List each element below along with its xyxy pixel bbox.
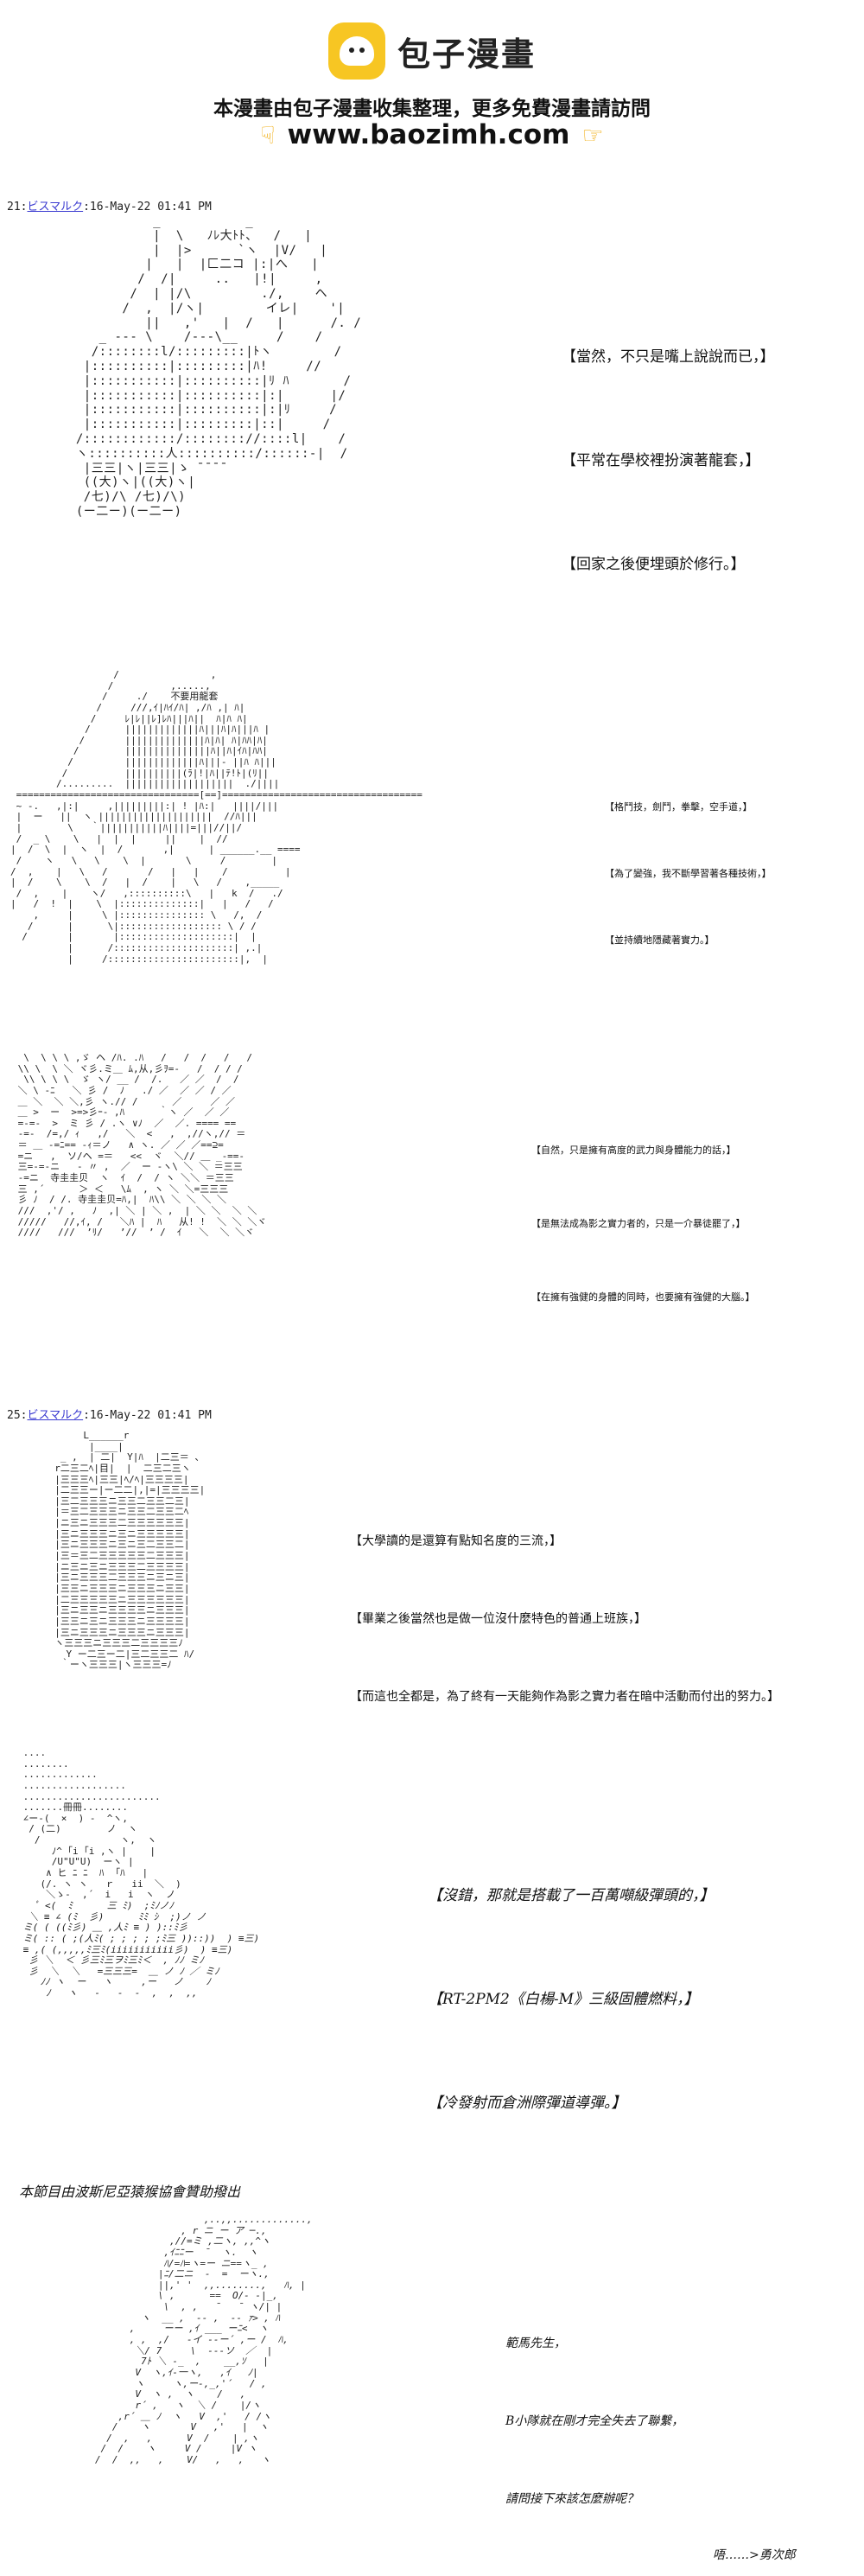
inner-text: 寺圭圭贝 <box>50 1172 89 1184</box>
dialogue-text: 【為了變強，我不斷學習著各種技術，】 <box>605 868 772 879</box>
dialogue-text: 【冷發射而倉洲際彈道導彈。】 <box>428 2095 626 2112</box>
dialogue-text: 【畢業之後當然也是做一位沒什麼特色的普通上班族，】 <box>350 1612 646 1626</box>
dialogue-text: 【平常在學校裡扮演著龍套，】 <box>562 452 760 469</box>
dialogue-text: 【大學讀的是還算有點知名度的三流，】 <box>350 1534 562 1548</box>
dialogue-text: 請問接下來該怎麼辦呢？ <box>505 2492 638 2506</box>
inner-text: 寺圭圭贝 <box>78 1194 117 1206</box>
pointing-hand-icon: ☞ <box>581 120 604 150</box>
post-number: 21: <box>7 201 28 214</box>
dialogue-text: 【自然，只是擁有高度的武力與身體能力的話，】 <box>531 1145 736 1156</box>
dialogue-text: 【在擁有強健的身體的同時，也要擁有強健的大腦。】 <box>531 1291 755 1303</box>
poster-name-link[interactable]: ビスマルク <box>27 1409 84 1422</box>
ascii-art-figure: _ _ | \ ﾉﾚ大ﾄﾄ、 / | | |> `ヽ |V/ | | | |匚二… <box>75 214 362 519</box>
logo-text: 包子漫畫 <box>397 35 536 73</box>
dialogue-text: 範馬先生， <box>505 2337 566 2350</box>
ascii-art-figure: / , / ,....., / ./ 不要用龍套 / ///,ｲ|ﾊｲ/ﾊ| ,… <box>10 669 422 965</box>
inner-text: 冊冊 <box>62 1801 82 1814</box>
ascii-art-building: L______r |____| _ , | 二| Y|ﾊ |二三＝ 、 r二三二… <box>54 1430 206 1671</box>
bun-logo-icon <box>327 22 385 80</box>
site-url-link[interactable]: www.baozimh.com <box>287 119 570 150</box>
dialogue-text: B小隊就在剛才完全失去了聯繫， <box>505 2414 684 2428</box>
site-header: 包子漫畫 本漫畫由包子漫畫收集整理，更多免費漫畫請訪問 ☟ www.baozim… <box>0 0 864 156</box>
logo-row: 包子漫畫 <box>0 22 864 80</box>
dialogue-text: 【回家之後便埋頭於修行。】 <box>562 556 746 573</box>
dialogue-text: 【沒錯，那就是搭載了一百萬噸級彈頭的，】 <box>428 1887 715 1904</box>
inner-text: 不要用龍套 <box>170 691 219 703</box>
pointing-hand-icon: ☟ <box>260 120 276 150</box>
post-header: 25:ビスマルク:16-May-22 01:41 PM <box>7 1406 212 1422</box>
poster-name-link[interactable]: ビスマルク <box>27 201 84 214</box>
dialogue-text: 【是無法成為影之實力者的，只是一介暴徒罷了，】 <box>531 1218 746 1229</box>
ascii-art-explosion: \ \ \ \ ,ゞ ヘ /ﾊ. .ﾊ / / / / / \\ \ \ ＼ ヾ… <box>17 1052 267 1239</box>
ascii-art-missile-figure: .... ........ ............. ............… <box>22 1747 260 1999</box>
ascii-art-figure: ,..,,............., , r ニ ー ア ─., ,//=ミ … <box>95 2214 313 2466</box>
post-date: :16-May-22 01:41 PM <box>83 201 212 214</box>
dialogue-text: 【而這也全都是，為了終有一天能夠作為影之實力者在暗中活動而付出的努力。】 <box>350 1690 779 1704</box>
dialogue-text: 【RT-2PM2《白楊-M》三級固體燃料，】 <box>428 1991 699 2008</box>
post-header: 21:ビスマルク:16-May-22 01:41 PM <box>7 197 212 214</box>
dialogue-text: 【當然，不只是嘴上說說而已，】 <box>562 348 775 366</box>
sponsor-credit: 本節目由波斯尼亞猿猴協會贊助撥出 <box>19 2184 241 2200</box>
post-date: :16-May-22 01:41 PM <box>83 1409 212 1422</box>
post-number: 25: <box>7 1409 28 1422</box>
site-subtitle: 本漫畫由包子漫畫收集整理，更多免費漫畫請訪問 <box>213 98 651 120</box>
dialogue-text: 唔……>勇次郎 <box>713 2548 796 2562</box>
url-row: ☟ www.baozimh.com ☞ <box>0 119 864 150</box>
dialogue-text: 【格鬥技，劍鬥，拳擊，空手道，】 <box>605 801 753 813</box>
dialogue-text: 【並持續地隱藏著實力。】 <box>605 934 715 946</box>
